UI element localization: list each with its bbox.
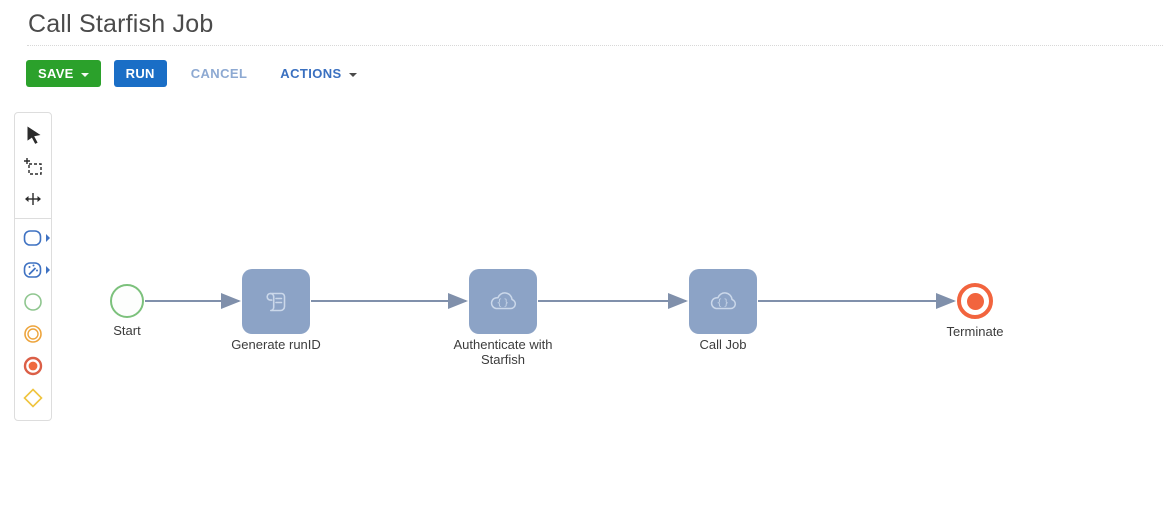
actions-button[interactable]: ACTIONS — [280, 66, 357, 81]
flyout-arrow-icon — [46, 234, 50, 242]
task-shape[interactable]: {} — [689, 269, 757, 334]
page-title: Call Starfish Job — [28, 10, 214, 38]
automation-task-shape-icon — [23, 262, 42, 278]
node-generate-runid[interactable]: Generate runID — [211, 269, 341, 352]
node-label: Generate runID — [231, 337, 321, 352]
node-authenticate-with-starfish[interactable]: {} Authenticate with Starfish — [438, 269, 568, 367]
node-label: Start — [113, 323, 141, 338]
start-event-shape[interactable] — [110, 284, 144, 318]
node-label: Terminate — [946, 324, 1004, 339]
page-header: Call Starfish Job SAVE RUN CANCEL ACTION… — [0, 0, 1166, 87]
task-shape[interactable] — [242, 269, 310, 334]
palette-gateway-shape[interactable] — [14, 382, 52, 414]
save-button[interactable]: SAVE — [26, 60, 101, 87]
svg-text:{}: {} — [497, 298, 511, 308]
space-tool[interactable] — [14, 183, 52, 215]
end-event-shape[interactable] — [957, 283, 993, 319]
workflow-canvas[interactable]: Start Generate runID {} Authenticate wit… — [0, 100, 1166, 515]
pointer-tool[interactable] — [14, 119, 52, 151]
pointer-tool-icon — [27, 126, 41, 144]
node-label: Call Job — [699, 337, 747, 352]
start-event-shape-icon — [24, 293, 42, 311]
palette-intermediate-event-shape[interactable] — [14, 318, 52, 350]
palette-task-shape[interactable] — [14, 222, 52, 254]
caret-down-icon — [348, 72, 357, 77]
lasso-tool-icon — [24, 158, 42, 175]
node-start[interactable]: Start — [62, 284, 192, 338]
palette-automation-task-shape[interactable] — [14, 254, 52, 286]
script-icon — [266, 292, 286, 311]
gateway-shape-icon — [23, 388, 43, 408]
cloud-braces-icon: {} — [710, 291, 737, 309]
cancel-button[interactable]: CANCEL — [190, 66, 248, 81]
node-terminate[interactable]: Terminate — [910, 283, 1040, 339]
intermediate-event-shape-icon — [24, 325, 42, 343]
workflow-edges — [145, 293, 956, 309]
node-label: Authenticate with Starfish — [453, 337, 553, 367]
shape-palette — [14, 112, 52, 421]
lasso-tool[interactable] — [14, 151, 52, 183]
actions-button-label: ACTIONS — [280, 66, 342, 81]
space-tool-icon — [25, 193, 41, 205]
cloud-braces-icon: {} — [490, 291, 517, 309]
task-shape-icon — [23, 230, 42, 246]
palette-start-event-shape[interactable] — [14, 286, 52, 318]
end-event-dot — [966, 292, 984, 310]
palette-divider — [15, 218, 51, 219]
svg-text:{}: {} — [717, 298, 731, 308]
run-button[interactable]: RUN — [113, 60, 167, 87]
palette-end-event-shape[interactable] — [14, 350, 52, 382]
node-call-job[interactable]: {} Call Job — [658, 269, 788, 352]
end-event-shape-icon — [23, 356, 43, 376]
toolbar: SAVE RUN CANCEL ACTIONS — [26, 60, 1166, 87]
caret-down-icon — [80, 72, 89, 77]
task-shape[interactable]: {} — [469, 269, 537, 334]
flyout-arrow-icon — [46, 266, 50, 274]
run-button-label: RUN — [125, 66, 155, 81]
save-button-label: SAVE — [38, 66, 74, 81]
header-divider — [27, 45, 1163, 46]
